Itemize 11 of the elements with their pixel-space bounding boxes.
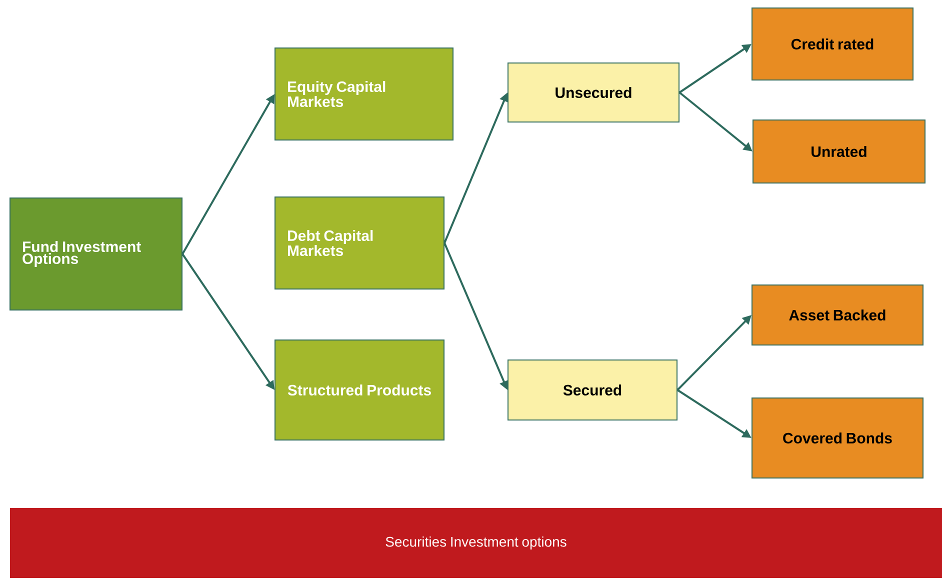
- process-box: Structured Products: [274, 340, 444, 440]
- process-box: Secured: [508, 360, 678, 420]
- process-box: Equity Capital Markets: [274, 48, 454, 140]
- process-box: Fund Investment Options: [10, 198, 182, 310]
- process-box: Covered Bonds: [752, 398, 924, 478]
- process-box: Credit rated: [752, 8, 914, 80]
- process-box: Unrated: [752, 120, 926, 184]
- footer-band: Securities Investment options: [10, 508, 942, 578]
- process-box: Debt Capital Markets: [274, 196, 444, 290]
- process-box: Asset Backed: [752, 284, 924, 346]
- process-box: Unsecured: [508, 62, 680, 122]
